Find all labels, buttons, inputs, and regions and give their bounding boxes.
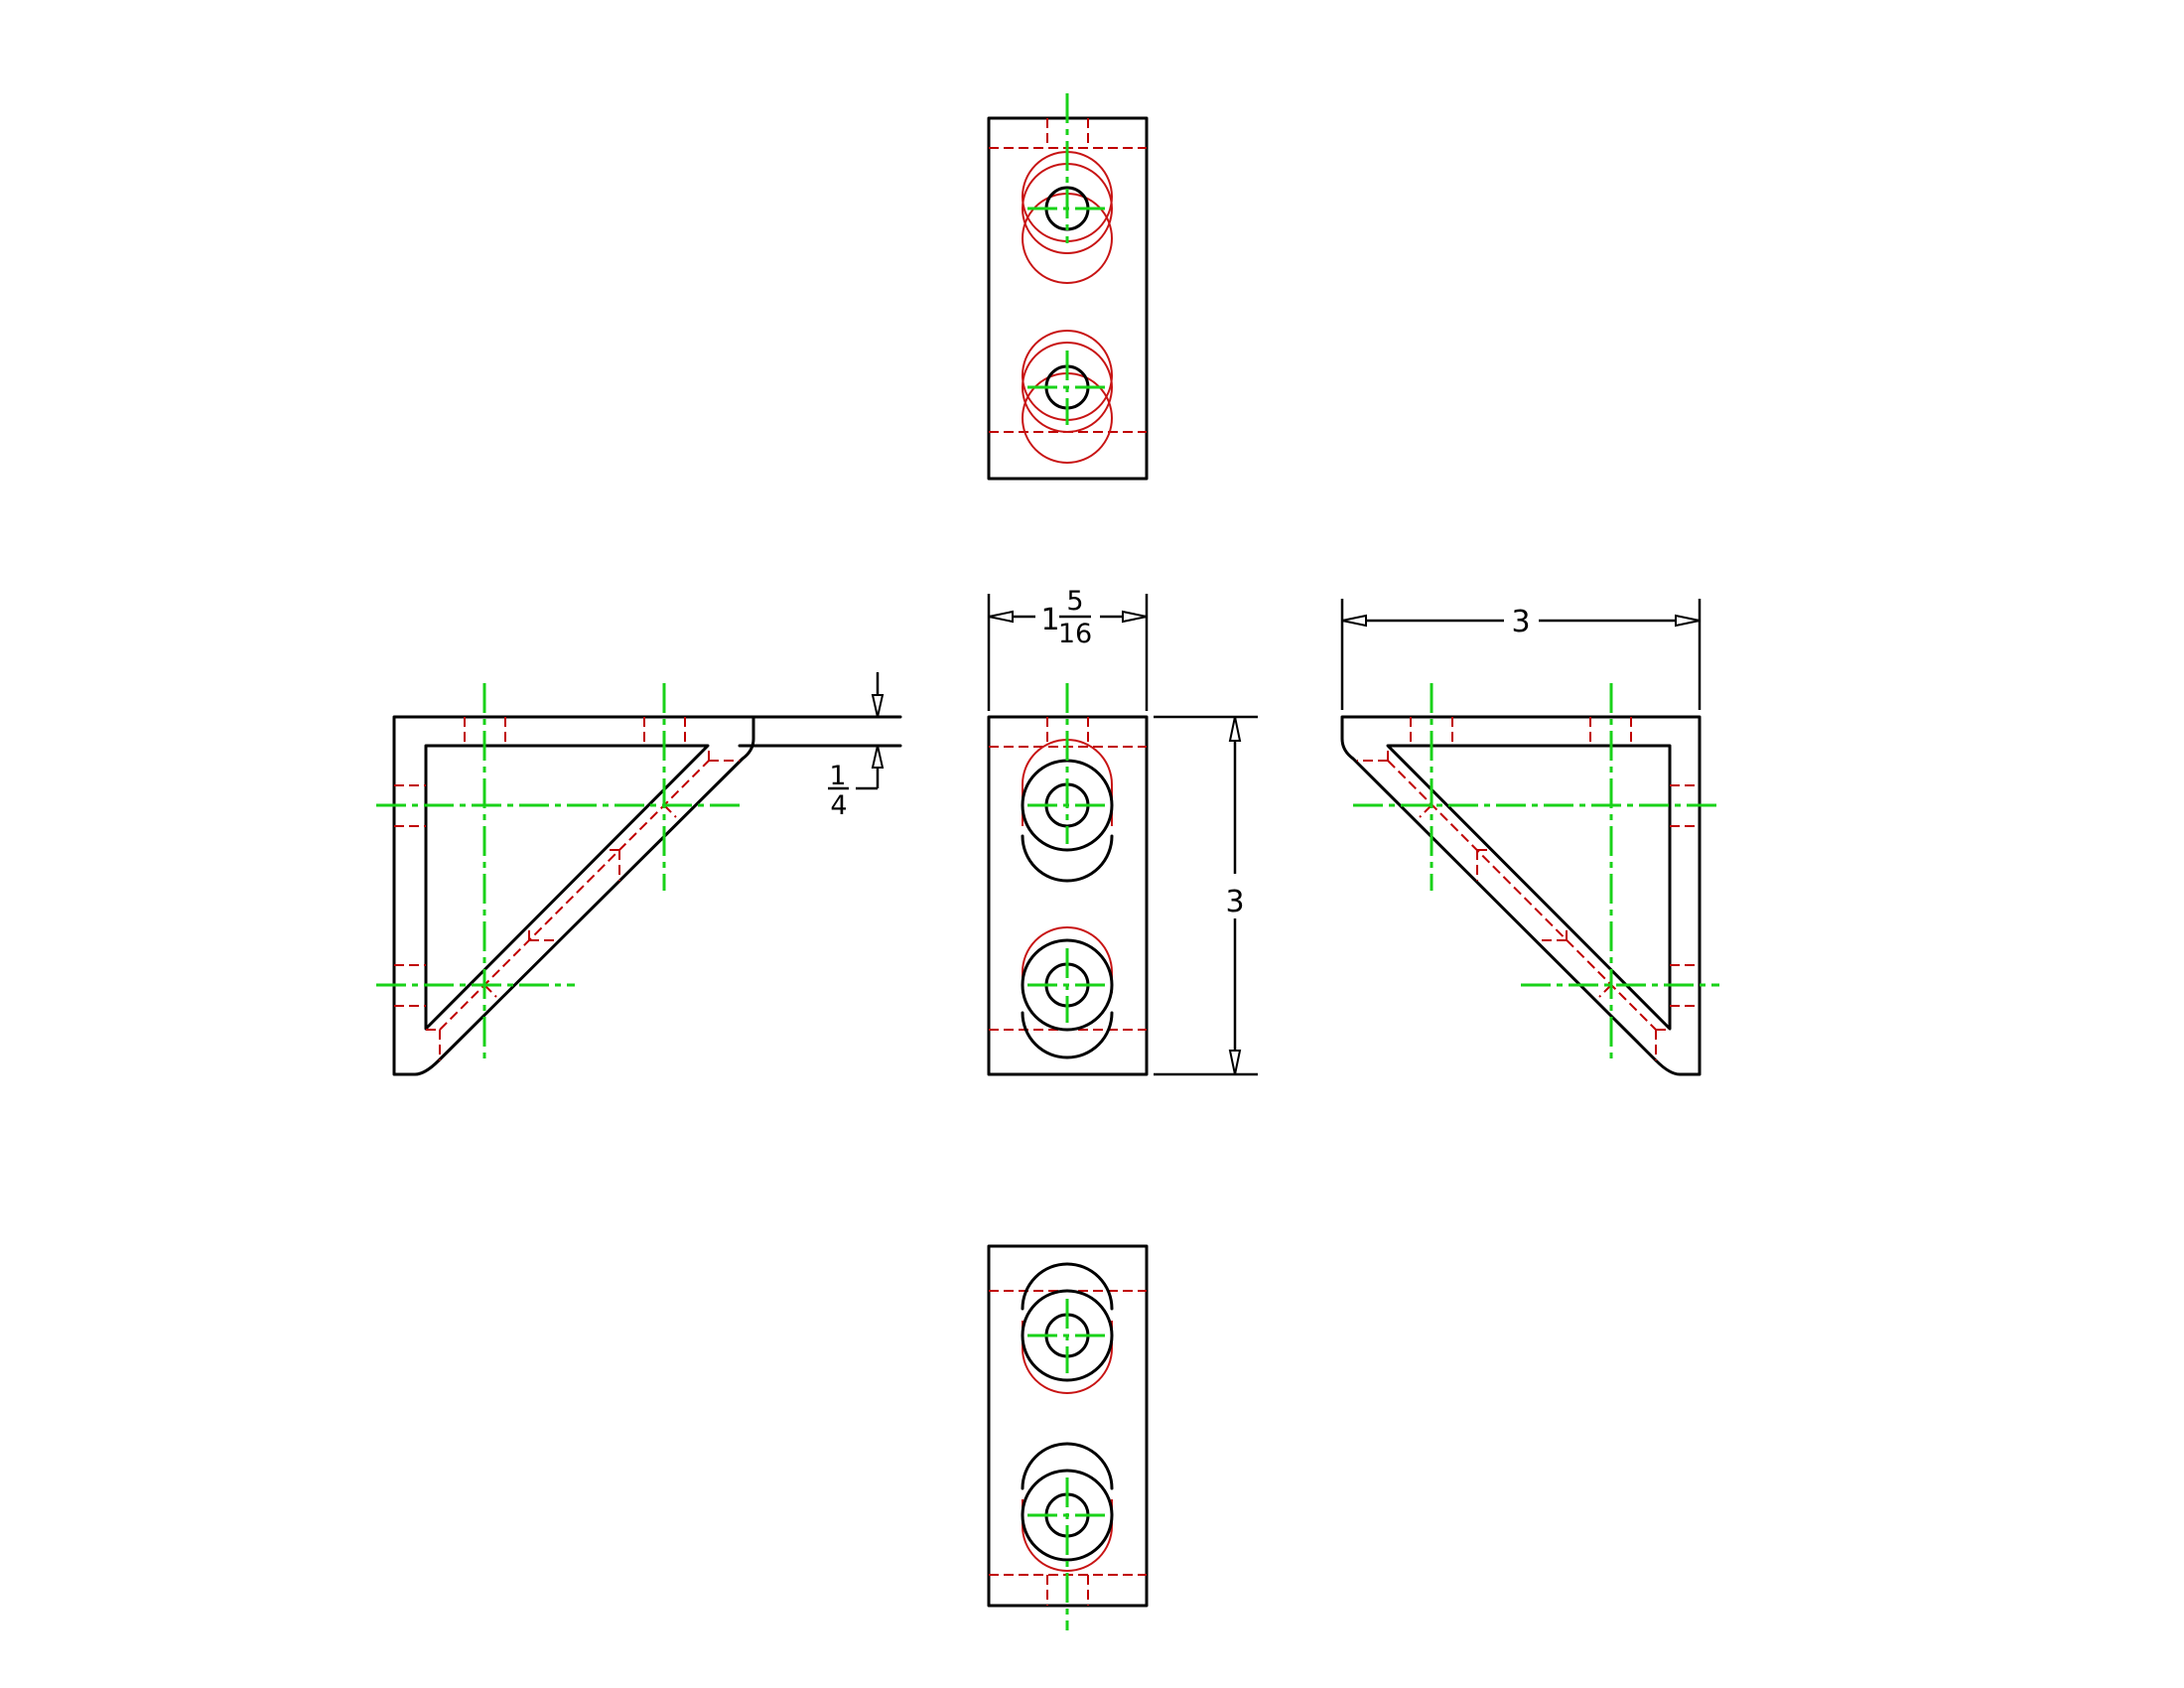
dimension-value: 3 [1511, 605, 1530, 639]
thickness-dimension: 1 4 [828, 672, 885, 821]
hidden-line [1598, 984, 1612, 998]
dimension-numerator: 5 [1066, 586, 1083, 617]
dimension-denominator: 16 [1058, 619, 1092, 649]
counterbore-circle [1021, 938, 1114, 1032]
hidden-line [439, 760, 710, 1031]
bracket-inner-outline [424, 744, 710, 1031]
dimension-arrow [1228, 716, 1242, 742]
front-view-outline [987, 715, 1149, 1076]
hidden-line [1419, 804, 1433, 818]
hidden-line [663, 804, 677, 818]
dimension-arrow [1675, 614, 1701, 628]
counterbore-arc [1021, 834, 1114, 883]
dimension-numerator: 1 [829, 761, 846, 791]
bottom-view-outline [987, 1244, 1149, 1608]
dimension-denominator: 4 [830, 790, 847, 821]
counterbore-hidden-circle [1022, 342, 1113, 433]
dimension-arrow [1341, 614, 1367, 628]
hidden-line [483, 984, 497, 998]
counterbore-arc [1021, 1442, 1114, 1490]
front-view: 1 5 16 3 [987, 586, 1258, 1076]
dimension-value: 3 [1225, 885, 1244, 919]
counterbore-circle [1021, 1469, 1114, 1562]
depth-dimension: 3 [1340, 599, 1702, 710]
counterbore-hidden-outline [1022, 926, 1113, 993]
bottom-view [987, 1244, 1149, 1630]
width-dimension: 1 5 16 [987, 586, 1149, 711]
bracket-outline [392, 715, 755, 1076]
left-side-view: 1 4 [376, 672, 902, 1076]
right-side-view: 3 [1340, 599, 1719, 1076]
dimension-whole: 1 [1040, 603, 1059, 637]
bracket-inner-outline [1386, 744, 1672, 1031]
counterbore-arc [1021, 1011, 1114, 1059]
top-view [987, 93, 1149, 481]
dimension-arrow [988, 610, 1014, 624]
bracket-outline [1340, 715, 1702, 1076]
dimension-arrow [1122, 610, 1148, 624]
dimension-arrow [871, 694, 885, 718]
counterbore-hidden-outline [1022, 1321, 1113, 1394]
counterbore-circle [1021, 1289, 1114, 1382]
height-dimension: 3 [1154, 715, 1258, 1076]
counterbore-arc [1021, 1262, 1114, 1311]
dimension-arrow [871, 745, 885, 769]
counterbore-hidden-outline [1022, 1499, 1113, 1572]
dimension-arrow [1228, 1050, 1242, 1075]
hidden-line [1387, 760, 1657, 1031]
